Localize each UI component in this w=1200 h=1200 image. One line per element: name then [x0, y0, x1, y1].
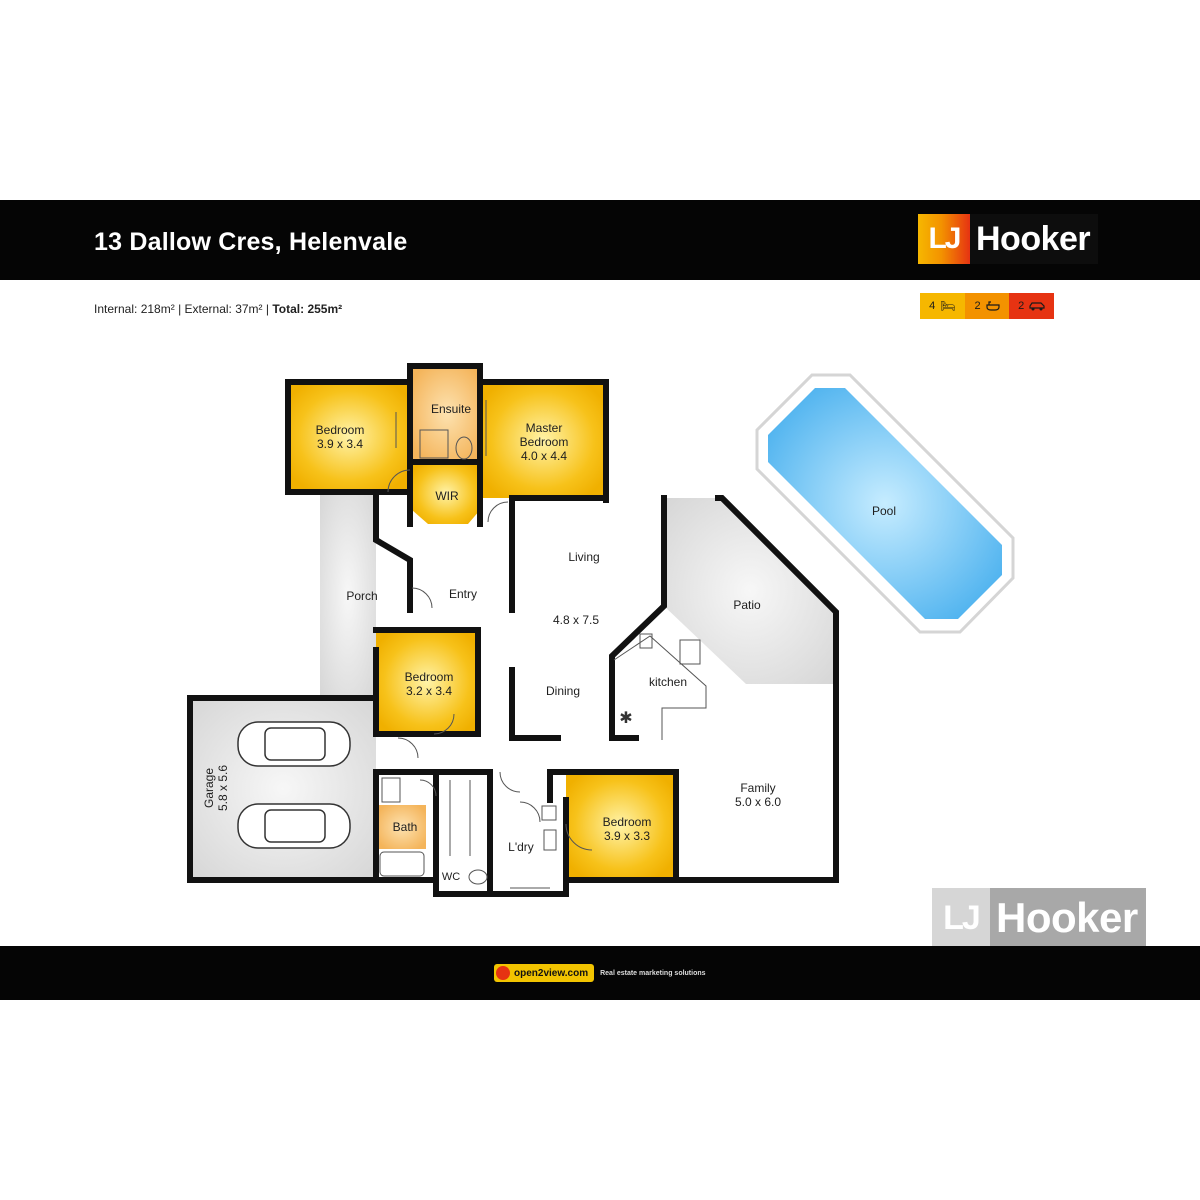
internal-area: Internal: 218m²: [94, 302, 175, 316]
external-area: External: 37m²: [184, 302, 263, 316]
open2view-logo: open2view.com: [494, 964, 595, 982]
garage-label: Garage: [202, 768, 216, 808]
walls: [187, 363, 839, 897]
bedroom-nw-label: Bedroom: [316, 423, 365, 437]
bedroom-south-area: [566, 772, 674, 878]
lj-hooker-logo: LJ Hooker: [918, 214, 1099, 264]
living-size: 4.8 x 7.5: [553, 613, 599, 627]
lj-logo-word: Hooker: [996, 894, 1138, 941]
garage-size: 5.8 x 5.6: [216, 765, 230, 811]
living-label: Living: [568, 550, 599, 564]
bedroom-nw-size: 3.9 x 3.4: [317, 437, 363, 451]
kitchen-label: kitchen: [649, 675, 687, 689]
total-area: Total: 255m²: [272, 302, 343, 316]
separator: |: [178, 302, 185, 316]
fixtures: [379, 400, 707, 889]
porch-label: Porch: [346, 589, 377, 603]
feature-strip: 4 🛏︎ 2 2: [920, 293, 1055, 319]
pool-label: Pool: [872, 504, 896, 518]
laundry-label: L'dry: [508, 840, 534, 854]
bedroom-nw-area: [288, 382, 410, 490]
open2view-icon: [496, 966, 510, 980]
bath-icon: [985, 301, 1000, 311]
bath-area: [378, 805, 426, 849]
wir-area: [412, 462, 480, 524]
property-address: 13 Dallow Cres, Helenvale: [94, 228, 408, 256]
appliance-icon: ✱: [619, 708, 632, 727]
master-size: 4.0 x 4.4: [521, 449, 567, 463]
pool: [755, 373, 1015, 634]
bedroom-south-label: Bedroom: [603, 815, 652, 829]
lj-logo-word: Hooker: [976, 219, 1091, 258]
feature-bathrooms: 2: [964, 293, 1010, 319]
car-icon: [1029, 302, 1045, 311]
bedroom-south-size: 3.9 x 3.3: [604, 829, 650, 843]
open2view-name: open2view.com: [514, 967, 589, 979]
dining-label: Dining: [546, 684, 580, 698]
bed-icon: 🛏︎: [940, 299, 956, 313]
pool-water: [768, 388, 1002, 619]
footer-bar: [0, 946, 1200, 1000]
ensuite-area: [412, 366, 482, 460]
area-summary: Internal: 218m² | External: 37m² | Total…: [94, 302, 342, 316]
room-labels: Bedroom 3.9 x 3.4 Ensuite Master Bedroom…: [202, 402, 896, 883]
separator: |: [265, 302, 273, 316]
bathroom-count: 2: [974, 300, 981, 312]
bedroom-mid-size: 3.2 x 3.4: [406, 684, 452, 698]
bedroom-mid-area: [376, 630, 478, 734]
car-icon: [237, 721, 351, 849]
bedroom-mid-label: Bedroom: [405, 670, 454, 684]
master-label-1: Master: [526, 421, 563, 435]
feature-cars: 2: [1009, 293, 1055, 319]
lj-logo-mark: LJ: [932, 888, 990, 948]
bedroom-count: 4: [929, 300, 936, 312]
wc-label: WC: [442, 871, 460, 883]
wir-label: WIR: [435, 489, 459, 503]
patio-area: [664, 498, 836, 684]
ensuite-label: Ensuite: [431, 402, 471, 416]
open2view-tagline: Real estate marketing solutions: [600, 969, 706, 977]
master-bedroom-area: [482, 382, 604, 498]
lj-hooker-watermark: LJ Hooker: [932, 888, 1146, 948]
open2view-branding: open2view.com Real estate marketing solu…: [494, 964, 706, 982]
porch-area: [320, 492, 376, 698]
bath-label: Bath: [393, 820, 418, 834]
entry-label: Entry: [449, 587, 477, 601]
patio-label: Patio: [733, 598, 761, 612]
family-label: Family: [740, 781, 775, 795]
lj-logo-mark: LJ: [918, 214, 970, 264]
feature-bedrooms: 4 🛏︎: [920, 293, 965, 319]
car-count: 2: [1018, 300, 1025, 312]
master-label-2: Bedroom: [520, 435, 569, 449]
family-size: 5.0 x 6.0: [735, 795, 781, 809]
